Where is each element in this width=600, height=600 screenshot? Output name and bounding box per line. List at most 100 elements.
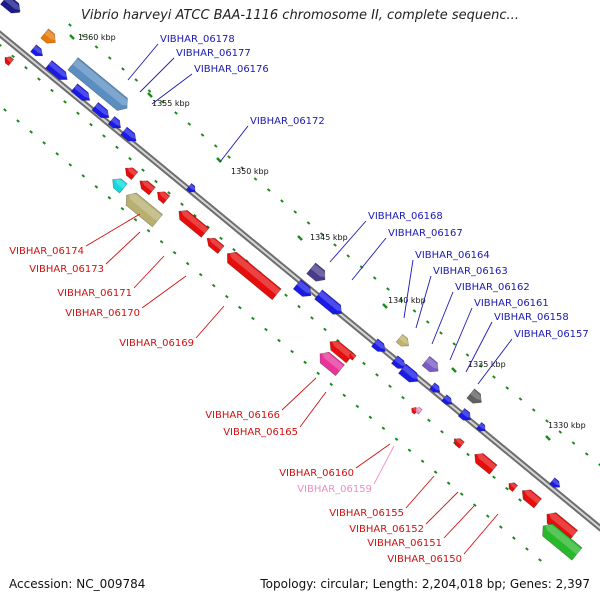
- forward-gene-label: VIBHAR_06177: [176, 48, 251, 59]
- reverse-gene-label: VIBHAR_06166: [205, 410, 280, 421]
- reverse-gene-label: VIBHAR_06173: [29, 264, 104, 275]
- scale-dot-upper: [306, 221, 311, 225]
- scale-dot-lower: [185, 261, 190, 266]
- reverse-gene-green: [542, 523, 583, 561]
- scale-dot-lower: [446, 481, 451, 485]
- scale-dot-inner: [37, 77, 41, 81]
- forward-gene: [441, 394, 453, 405]
- reverse-leader-line: [425, 491, 459, 525]
- scale-dot-lower: [133, 217, 138, 222]
- forward-gene-violet: [421, 355, 440, 373]
- forward-gene-label: VIBHAR_06163: [433, 266, 508, 277]
- scale-dot-upper: [505, 386, 510, 390]
- scale-dot-inner: [180, 202, 184, 207]
- forward-gene: [398, 363, 420, 383]
- forward-leader-line: [127, 43, 159, 81]
- scale-dot-upper: [386, 287, 390, 291]
- gene-features: [0, 0, 583, 561]
- scale-dot-lower: [499, 525, 503, 529]
- label-leader-lines: [85, 43, 513, 555]
- scale-dot-inner: [466, 452, 470, 457]
- scale-dot-inner: [193, 213, 197, 218]
- forward-gene: [457, 407, 472, 421]
- scale-dot-upper: [94, 45, 99, 49]
- scale-dot-lower: [525, 547, 529, 551]
- scale-dot-upper: [266, 188, 271, 192]
- scale-dot-inner: [310, 316, 314, 320]
- scale-dot-lower: [420, 459, 425, 463]
- reverse-gene-label: VIBHAR_06151: [367, 538, 442, 549]
- scale-tick-label: 1350 kbp: [231, 167, 269, 176]
- forward-gene: [107, 115, 122, 129]
- major-tick: [297, 235, 303, 241]
- scale-dot-upper: [280, 199, 284, 203]
- scale-dot-inner: [388, 384, 392, 389]
- scale-dot-inner: [167, 191, 171, 195]
- reverse-gene-cyan: [112, 177, 128, 194]
- gene-labels: VIBHAR_06178VIBHAR_06177VIBHAR_06176VIBH…: [9, 34, 589, 565]
- forward-leader-line: [151, 73, 193, 105]
- reverse-leader-line: [281, 377, 317, 411]
- scale-dot-upper: [425, 320, 430, 324]
- accession-text: Accession: NC_009784: [9, 577, 146, 591]
- scale-dot-lower: [485, 514, 490, 518]
- scale-dot-upper: [160, 100, 165, 104]
- forward-leader-line: [403, 259, 414, 319]
- scale-dot-lower: [146, 228, 151, 233]
- forward-gene-label: VIBHAR_06161: [474, 298, 549, 309]
- scale-dot-lower: [16, 119, 20, 123]
- forward-gene-khaki: [395, 333, 410, 347]
- scale-dot-inner: [492, 475, 496, 480]
- forward-gene: [475, 421, 487, 432]
- scale-dot-inner: [440, 429, 444, 434]
- topology-summary: Topology: circular; Length: 2,204,018 bp…: [260, 577, 590, 591]
- scale-dot-upper: [346, 254, 351, 258]
- scale-dot-upper: [293, 210, 298, 214]
- scale-dot-upper: [213, 144, 218, 148]
- scale-dot-upper: [372, 276, 377, 280]
- scale-dot-lower: [368, 415, 373, 420]
- scale-dot-inner: [24, 65, 28, 70]
- scale-dot-inner: [219, 236, 223, 241]
- reverse-gene-pink: [319, 351, 345, 377]
- scale-dot-inner: [0, 43, 2, 47]
- scale-dot-inner: [89, 122, 93, 127]
- scale-dot-lower: [238, 305, 242, 310]
- major-tick: [382, 303, 388, 309]
- scale-dot-lower: [81, 174, 86, 178]
- reverse-gene: [125, 166, 139, 181]
- scale-dot-lower: [107, 196, 112, 200]
- scale-dot-upper: [584, 452, 589, 456]
- forward-gene: [370, 338, 387, 352]
- reverse-leader-line: [299, 391, 327, 428]
- reverse-leader-line: [85, 213, 141, 247]
- forward-leader-line: [449, 307, 473, 361]
- scale-dot-inner: [128, 156, 132, 161]
- reverse-leader-line: [405, 475, 435, 509]
- scale-dot-inner: [297, 304, 301, 309]
- scale-dot-lower: [329, 382, 334, 387]
- scale-dot-lower: [55, 152, 60, 156]
- reverse-gene: [453, 437, 465, 449]
- reverse-leader-line: [463, 513, 499, 555]
- forward-gene-orange: [40, 28, 57, 44]
- reverse-gene-label: VIBHAR_06174: [9, 246, 84, 257]
- forward-leader-line: [139, 57, 175, 93]
- scale-dot-upper: [134, 78, 139, 82]
- scale-dot-lower: [3, 108, 7, 112]
- scale-dot-lower: [172, 250, 177, 255]
- reverse-leader-line: [195, 305, 225, 339]
- scale-dot-upper: [121, 67, 125, 71]
- scale-dot-lower: [433, 470, 438, 474]
- forward-gene-label: VIBHAR_06157: [514, 329, 589, 340]
- scale-dot-upper: [518, 397, 523, 401]
- forward-gene: [314, 289, 343, 315]
- scale-dot-lower: [264, 327, 268, 332]
- scale-dot-inner: [115, 145, 119, 150]
- forward-gene-gray: [466, 388, 483, 404]
- scale-dot-lower: [459, 492, 464, 496]
- scale-dot-upper: [319, 232, 324, 236]
- scale-dot-upper: [240, 166, 245, 170]
